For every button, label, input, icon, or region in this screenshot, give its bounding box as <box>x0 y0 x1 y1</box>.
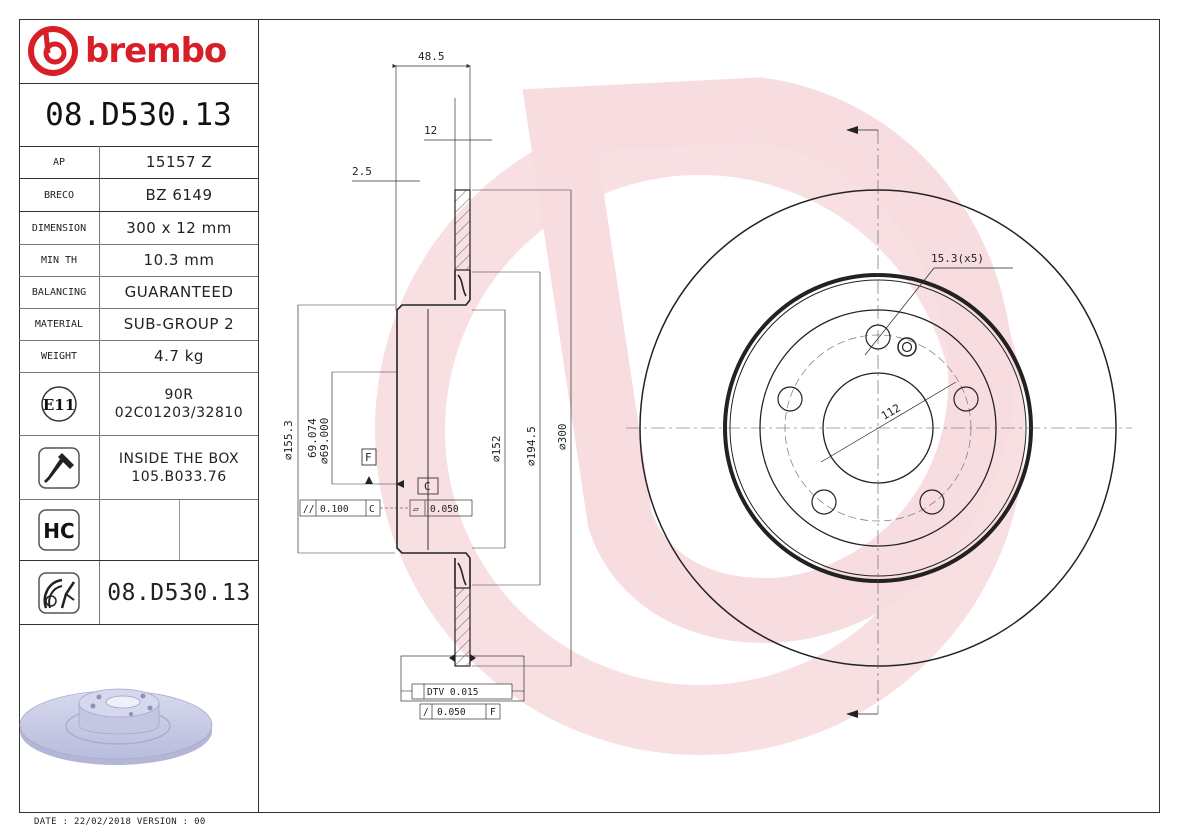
spec-value: GUARANTEED <box>124 283 234 301</box>
dim-d194: ⌀194.5 <box>525 426 538 466</box>
screw-note: INSIDE THE BOX <box>118 450 240 467</box>
dim-2-5: 2.5 <box>352 165 372 178</box>
svg-text:/: / <box>423 707 429 718</box>
kit-row: 08.D530.13 <box>19 561 258 625</box>
spec-row-ap: AP 15157 Z <box>19 146 258 179</box>
spec-label: MATERIAL <box>19 308 100 340</box>
spec-value: 4.7 kg <box>154 347 204 365</box>
spec-row-weight: WEIGHT 4.7 kg <box>19 340 258 373</box>
brand-wordmark: brembo <box>85 31 227 71</box>
disc-pad-kit-icon <box>38 571 80 614</box>
kit-code: 08.D530.13 <box>107 579 251 606</box>
dim-48-5: 48.5 <box>418 50 445 63</box>
dim-d152: ⌀152 <box>490 436 503 463</box>
spec-value: BZ 6149 <box>145 186 213 204</box>
spec-row-balancing: BALANCING GUARANTEED <box>19 276 258 309</box>
datum-c: C <box>424 480 431 493</box>
screw-row: INSIDE THE BOX 105.B033.76 <box>19 436 258 500</box>
svg-text:E11: E11 <box>43 396 75 414</box>
brembo-logo-icon <box>28 26 78 76</box>
tol-parallel: 0.100 <box>320 504 349 515</box>
screw-icon <box>38 446 80 489</box>
dim-12: 12 <box>424 124 437 137</box>
hc-cell-empty <box>100 500 180 560</box>
tol-runout-ref: F <box>490 707 496 718</box>
spec-row-material: MATERIAL SUB-GROUP 2 <box>19 308 258 341</box>
section-view <box>297 63 572 720</box>
approval-row: E11 90R 02C01203/32810 <box>19 372 258 436</box>
svg-text:▱: ▱ <box>413 504 419 515</box>
spec-row-dimension: DIMENSION 300 x 12 mm <box>19 212 258 245</box>
spec-row-min-th: MIN TH 10.3 mm <box>19 244 258 277</box>
spec-row-breco: BRECO BZ 6149 <box>19 179 258 212</box>
hc-row: HC <box>19 500 258 561</box>
info-panel: brembo 08.D530.13 AP 15157 Z BRECO BZ 61… <box>19 19 259 813</box>
spec-value: 15157 Z <box>145 153 213 171</box>
pcd-dimension: 112 <box>879 401 903 422</box>
part-number: 08.D530.13 <box>19 84 258 147</box>
spec-value: 10.3 mm <box>143 251 215 269</box>
spec-label: AP <box>19 146 100 178</box>
spec-label: WEIGHT <box>19 340 100 372</box>
front-view <box>626 126 1132 718</box>
datum-f: F <box>365 451 372 464</box>
spec-label: BRECO <box>19 179 100 211</box>
drawing-sheet-border <box>19 19 1160 813</box>
dim-d300: ⌀300 <box>556 424 569 451</box>
dim-d155: ⌀155.3 <box>282 420 295 460</box>
tol-flatness: 0.050 <box>430 504 459 515</box>
spec-label: DIMENSION <box>19 212 100 244</box>
brake-disc-render-icon <box>19 688 213 765</box>
hc-icon: HC <box>38 509 80 551</box>
approval-number: 02C01203/32810 <box>114 404 244 421</box>
spec-label: MIN TH <box>19 244 100 276</box>
date-version-footer: DATE : 22/02/2018 VERSION : 00 <box>34 817 206 827</box>
spec-label: BALANCING <box>19 276 100 308</box>
svg-text://: // <box>303 504 314 515</box>
hole-callout: 15.3(x5) <box>931 252 984 265</box>
tol-parallel-ref: C <box>369 504 375 515</box>
brand-header: brembo <box>19 19 258 84</box>
disc-3d-render <box>19 625 258 812</box>
svg-text:HC: HC <box>43 519 74 543</box>
screw-part-number: 105.B033.76 <box>131 468 227 485</box>
dim-d69-max: 69.074 <box>306 418 319 458</box>
dim-d69-min: ⌀69.000 <box>318 418 331 464</box>
e11-approval-icon: E11 <box>41 385 77 422</box>
spec-value: 300 x 12 mm <box>126 219 232 237</box>
spec-value: SUB-GROUP 2 <box>123 315 235 333</box>
tol-runout: 0.050 <box>437 707 466 718</box>
approval-regulation: 90R <box>164 386 194 403</box>
tol-dtv: DTV 0.015 <box>427 687 478 698</box>
